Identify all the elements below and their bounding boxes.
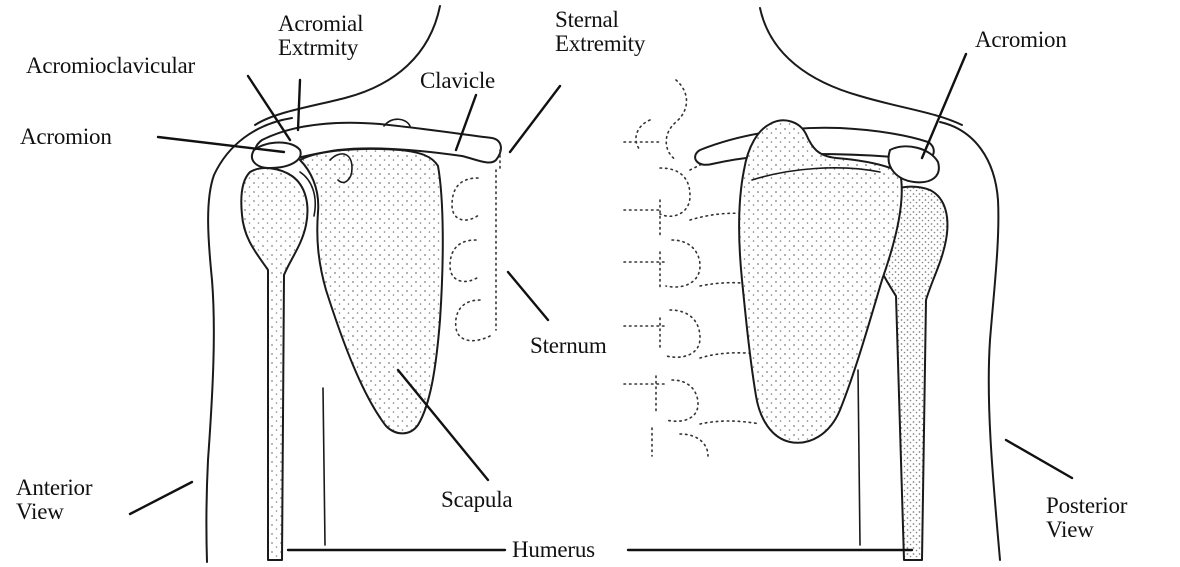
label-acromion-right: Acromion <box>975 28 1067 52</box>
label-posterior-view: Posterior View <box>1046 494 1127 542</box>
leader-posterior-view <box>1006 440 1072 478</box>
leader-acromion-right <box>922 54 966 158</box>
leader-anterior-view <box>130 482 192 514</box>
label-humerus: Humerus <box>512 538 595 562</box>
leader-sternal-extremity <box>510 86 560 152</box>
label-posterior-view-line2: View <box>1046 518 1127 542</box>
label-sternum: Sternum <box>530 334 607 358</box>
leader-acromial-extremity <box>298 80 300 130</box>
label-scapula: Scapula <box>441 488 512 512</box>
spine-ribs-posterior <box>624 80 760 456</box>
label-acromion-left: Acromion <box>20 125 112 149</box>
label-anterior-view: Anterior View <box>16 476 92 524</box>
label-sternal-extremity-line1: Sternal <box>555 8 645 32</box>
label-acromial-extremity-line1: Acromial <box>278 12 363 36</box>
humerus-inner-line <box>323 388 325 545</box>
leader-sternum <box>508 272 548 320</box>
label-acromial-extremity: Acromial Extrmity <box>278 12 363 60</box>
label-clavicle: Clavicle <box>420 69 495 93</box>
label-posterior-view-line1: Posterior <box>1046 494 1127 518</box>
body-outline-posterior <box>940 122 1000 560</box>
posterior-figure <box>624 8 1000 560</box>
acromion-anterior <box>252 143 301 169</box>
humerus-inner-line-posterior <box>858 370 860 545</box>
neck-outline-posterior <box>760 8 962 125</box>
label-acromioclavicular: Acromioclavicular <box>26 54 195 78</box>
label-sternal-extremity-line2: Extremity <box>555 32 645 56</box>
label-anterior-view-line2: View <box>16 500 92 524</box>
label-anterior-view-line1: Anterior <box>16 476 92 500</box>
label-sternal-extremity: Sternal Extremity <box>555 8 645 56</box>
sternum-ribs-anterior <box>450 150 500 341</box>
label-acromial-extremity-line2: Extrmity <box>278 36 363 60</box>
